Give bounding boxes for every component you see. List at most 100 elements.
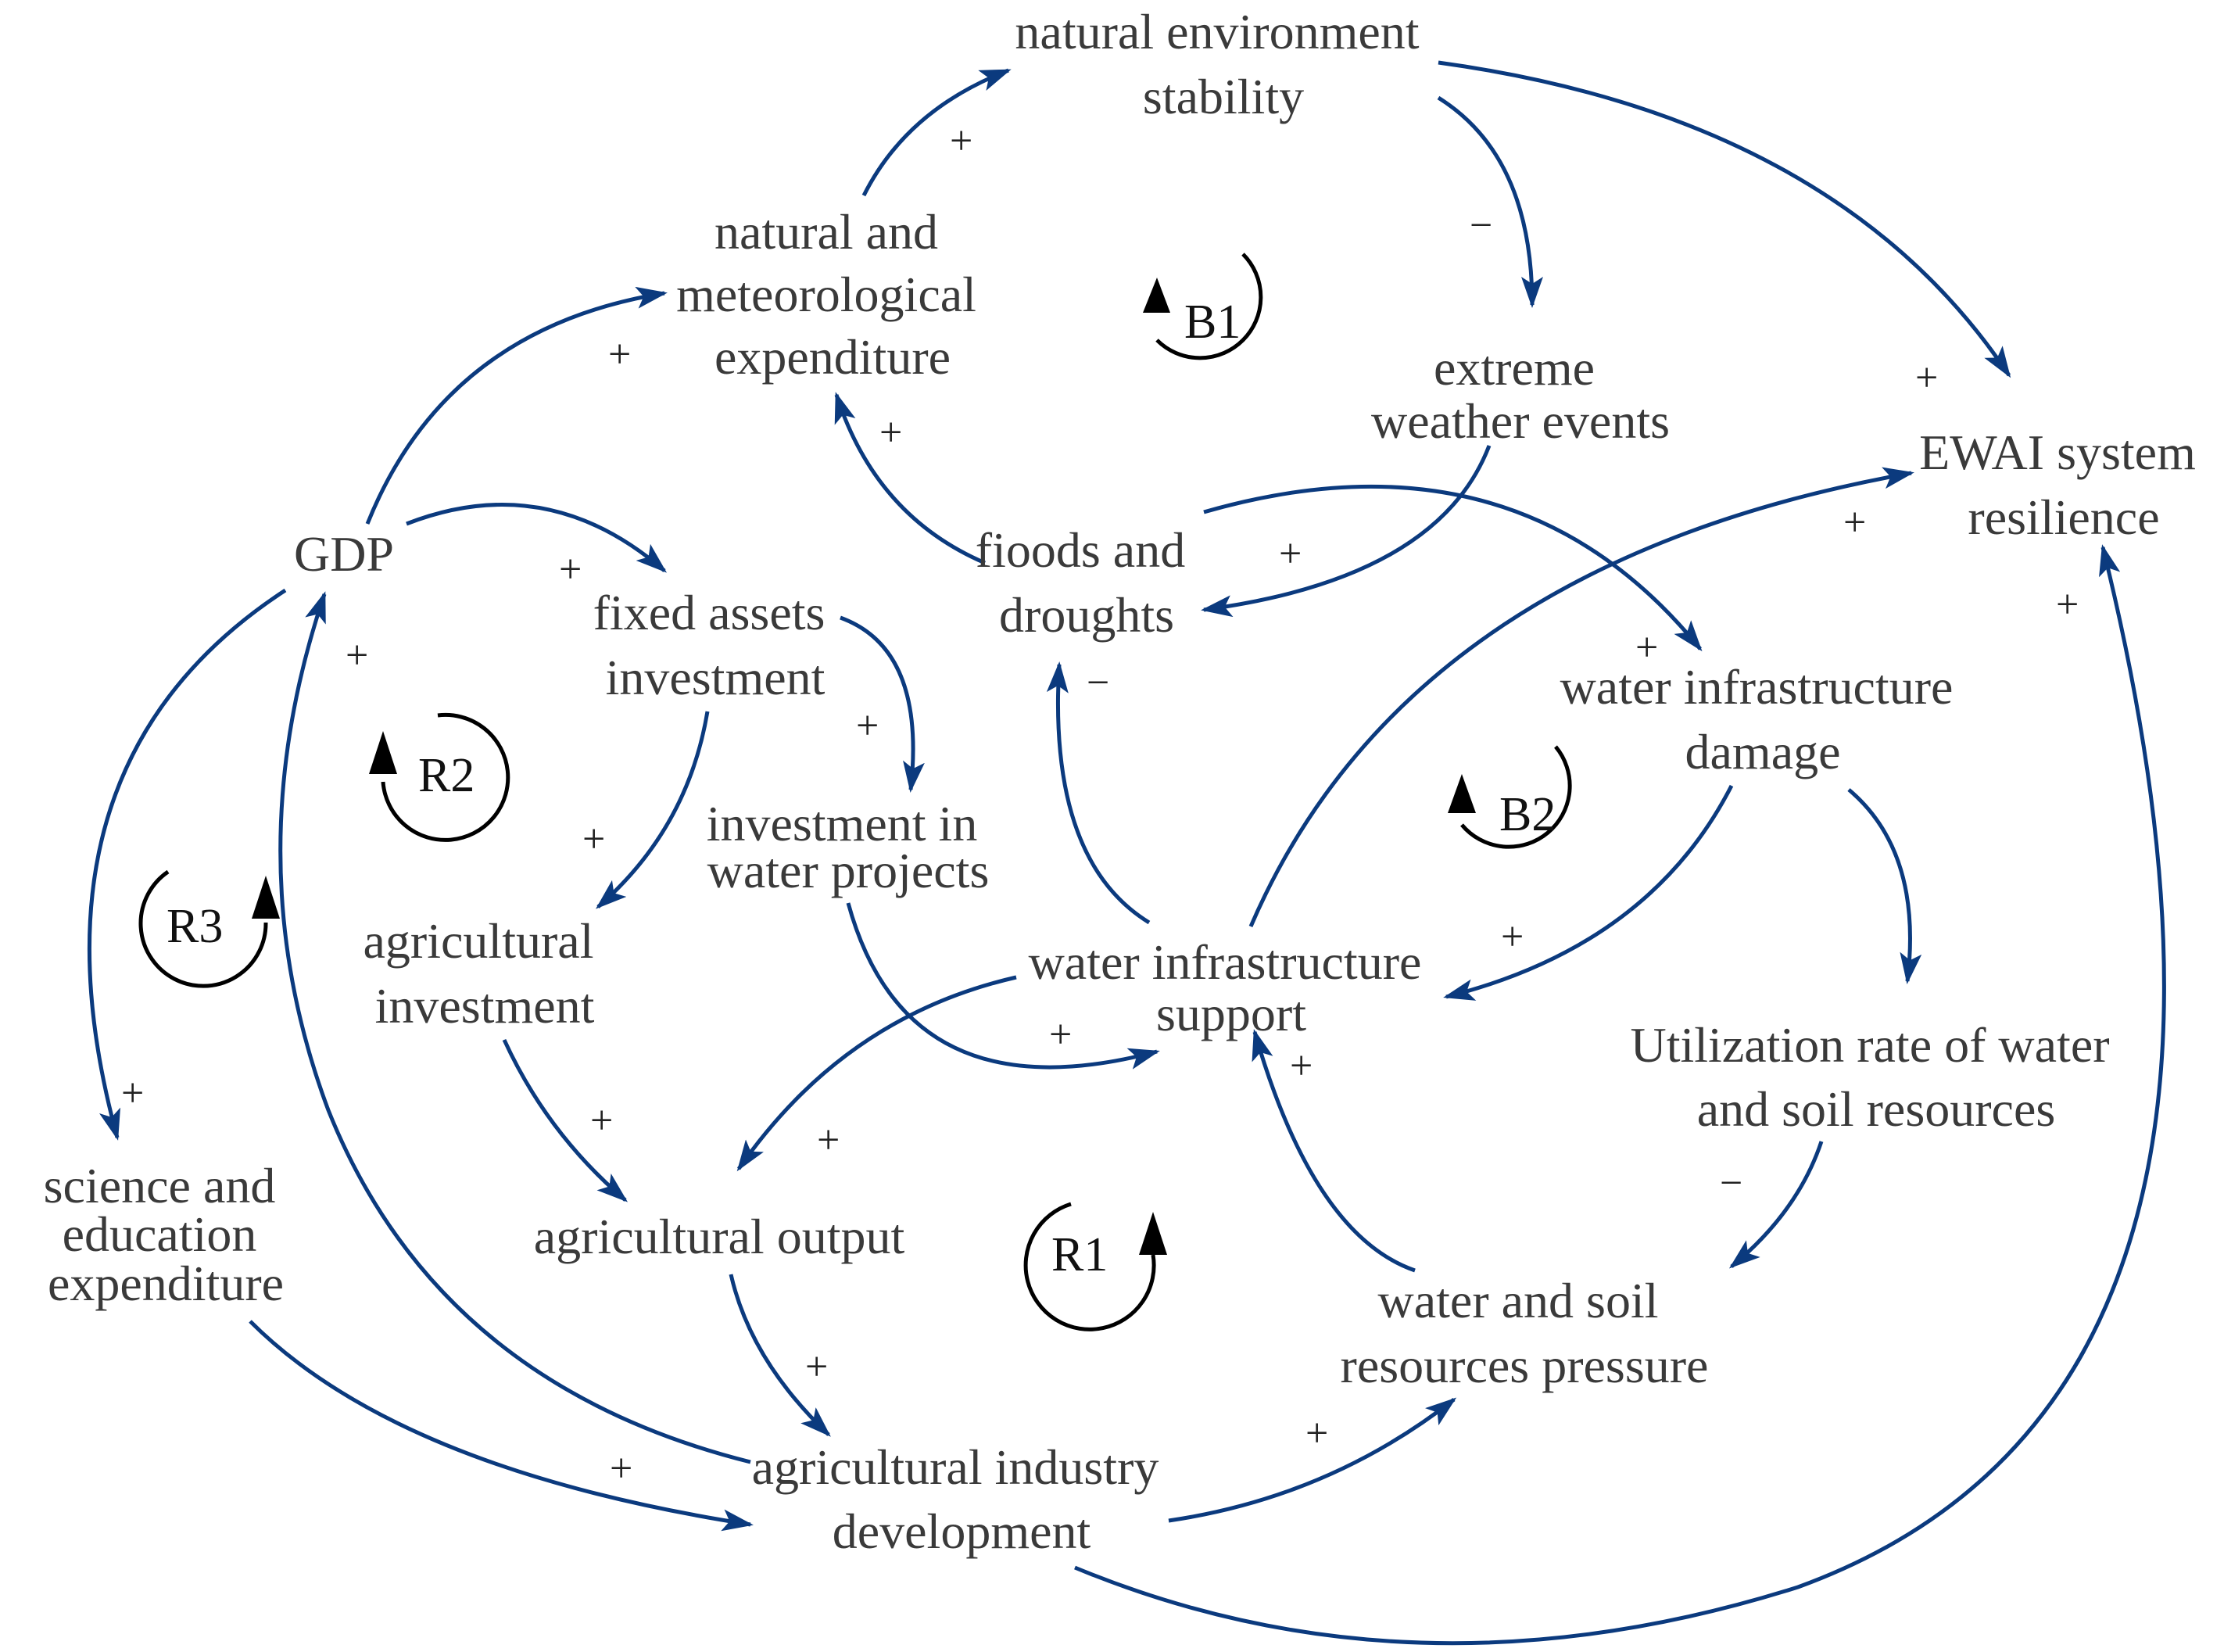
link-fixed-to-water-projects — [840, 615, 925, 793]
sign-science-to-devt: + — [610, 1446, 632, 1491]
link-nme-to-nes — [861, 68, 1012, 197]
sign-gdp-to-nme: + — [608, 332, 631, 377]
svg-text:fioods and droughts: fioods and droughts — [976, 522, 1198, 643]
loop-r2: R2 — [369, 712, 510, 842]
svg-text:water and soil resources: water and soil resources pressure — [1341, 1273, 1709, 1393]
node-gdp: GDP — [294, 526, 394, 582]
node-extreme-weather-events: extreme weather events — [1371, 340, 1670, 449]
node-agricultural-industry-development: agricultural industry development — [752, 1439, 1172, 1559]
node-fixed-assets-investment: fixed assets investment — [593, 585, 838, 705]
link-support-to-ewai — [1248, 467, 1914, 927]
link-floods-to-nme — [834, 392, 986, 565]
link-gdp-to-fixed-assets — [406, 503, 668, 573]
sign-utilization-to-pressure: − — [1720, 1161, 1742, 1206]
node-ewai-system-resilience: EWAI system resilience — [1919, 425, 2208, 545]
svg-text:agricultural output: agricultural output — [534, 1209, 905, 1264]
polarity-signs: + − + + + + + + + + + + + − + − + + + + … — [121, 119, 2079, 1491]
loop-b2: B2 — [1448, 745, 1572, 849]
loop-b1-arrowhead — [1143, 278, 1170, 313]
sign-fixed-to-water-projects: + — [856, 704, 879, 748]
sign-floods-to-nme: + — [879, 410, 902, 455]
link-support-to-output — [736, 975, 1017, 1172]
svg-text:water infrastructure dam: water infrastructure damage — [1560, 659, 1966, 779]
loop-b1: B1 — [1143, 253, 1263, 360]
node-agricultural-output: agricultural output — [534, 1209, 905, 1264]
link-gdp-to-science — [87, 588, 287, 1141]
loop-r1-label: R1 — [1051, 1228, 1108, 1281]
link-support-to-floods — [1046, 661, 1151, 925]
svg-text:EWAI system resilience: EWAI system resilience — [1919, 425, 2208, 545]
svg-text:agricultural industry de: agricultural industry development — [752, 1439, 1172, 1559]
loop-r3-label: R3 — [167, 900, 223, 953]
sign-support-to-floods: − — [1087, 661, 1109, 705]
loop-r1-arrowhead — [1139, 1212, 1167, 1255]
link-pressure-to-support — [1252, 1029, 1416, 1273]
sign-gdp-to-fixed: + — [559, 547, 582, 592]
sign-fixed-to-agri-investment: + — [582, 817, 605, 862]
link-nes-to-ewai — [1438, 60, 2011, 378]
link-utilization-to-pressure — [1728, 1141, 1824, 1269]
sign-nes-to-ewai: + — [1915, 356, 1938, 400]
sign-output-to-devt: + — [805, 1345, 828, 1389]
loop-r1: R1 — [1023, 1202, 1167, 1331]
sign-damage-to-support: + — [1501, 915, 1524, 959]
node-science-education-expenditure: science and education expenditure — [44, 1158, 288, 1311]
link-agri-investment-to-output — [502, 1038, 629, 1202]
svg-text:agricultural investment: agricultural investment — [364, 913, 607, 1034]
loop-r3-arrowhead — [252, 876, 280, 919]
loop-r2-arrowhead — [369, 731, 397, 774]
link-fixed-to-agri-investment — [595, 711, 710, 909]
link-floods-to-damage — [1203, 484, 1703, 652]
loop-markers: B1 B2 R1 R2 R3 — [138, 253, 1572, 1331]
sign-support-to-output: + — [817, 1118, 840, 1163]
link-water-projects-to-support — [846, 902, 1160, 1070]
link-damage-to-support — [1443, 784, 1734, 1001]
node-natural-environment-stability: natural environment stability — [1015, 4, 1431, 124]
sign-gdp-to-science: + — [121, 1071, 144, 1116]
link-output-to-devt — [729, 1274, 831, 1437]
svg-text:natural environment stab: natural environment stability — [1015, 4, 1431, 124]
svg-text:GDP: GDP — [294, 526, 394, 582]
node-water-infrastructure-damage: water infrastructure damage — [1560, 659, 1966, 779]
sign-agri-investment-to-output: + — [590, 1098, 613, 1143]
svg-text:fixed assets investment: fixed assets investment — [593, 585, 838, 705]
loop-r3: R3 — [138, 869, 280, 988]
node-water-soil-pressure: water and soil resources pressure — [1341, 1273, 1709, 1393]
sign-devt-to-pressure: + — [1305, 1411, 1328, 1456]
loop-b2-label: B2 — [1499, 788, 1556, 841]
node-floods-and-droughts: fioods and droughts — [976, 522, 1198, 643]
link-nes-to-extreme-weather — [1437, 95, 1543, 308]
sign-devt-to-ewai: + — [2056, 582, 2079, 627]
loop-r2-label: R2 — [418, 749, 475, 802]
link-devt-to-pressure — [1168, 1397, 1457, 1523]
node-water-infrastructure-support: water infrastructure support — [1029, 934, 1434, 1041]
node-natural-meteorological-expenditure: natural and meteorological expenditure — [676, 204, 989, 385]
sign-nme-to-nes: + — [950, 119, 972, 163]
links — [87, 60, 2166, 1646]
sign-water-projects-to-support: + — [1049, 1012, 1072, 1057]
sign-pressure-to-support: + — [1290, 1044, 1313, 1088]
link-extreme-to-floods — [1201, 445, 1492, 618]
svg-text:investment in water proj: investment in water projects — [707, 796, 990, 898]
svg-text:extreme weather events: extreme weather events — [1371, 340, 1670, 449]
svg-text:water infrastructure sup: water infrastructure support — [1029, 934, 1434, 1041]
loop-b2-arrowhead — [1448, 774, 1476, 813]
svg-text:natural and meteorologic: natural and meteorological expenditure — [676, 204, 989, 385]
svg-text:Utilization rate of water: Utilization rate of water and soil resou… — [1630, 1017, 2122, 1137]
sign-floods-to-damage: + — [1635, 625, 1658, 670]
node-utilization-rate: Utilization rate of water and soil resou… — [1630, 1017, 2122, 1137]
sign-devt-to-gdp: + — [346, 633, 368, 678]
svg-text:science and education: science and education expenditure — [44, 1158, 288, 1311]
link-devt-to-gdp — [278, 591, 751, 1464]
loop-b1-label: B1 — [1184, 296, 1241, 349]
link-science-to-devt — [249, 1320, 754, 1532]
link-gdp-to-nme — [365, 286, 668, 525]
sign-extreme-to-floods: + — [1279, 532, 1302, 576]
sign-nes-to-extreme: − — [1470, 203, 1492, 248]
node-agricultural-investment: agricultural investment — [364, 913, 607, 1034]
link-damage-to-utilization — [1847, 788, 1922, 984]
node-investment-in-water-projects: investment in water projects — [707, 796, 990, 898]
sign-support-to-ewai: + — [1843, 500, 1866, 545]
link-devt-to-ewai — [1074, 544, 2166, 1646]
